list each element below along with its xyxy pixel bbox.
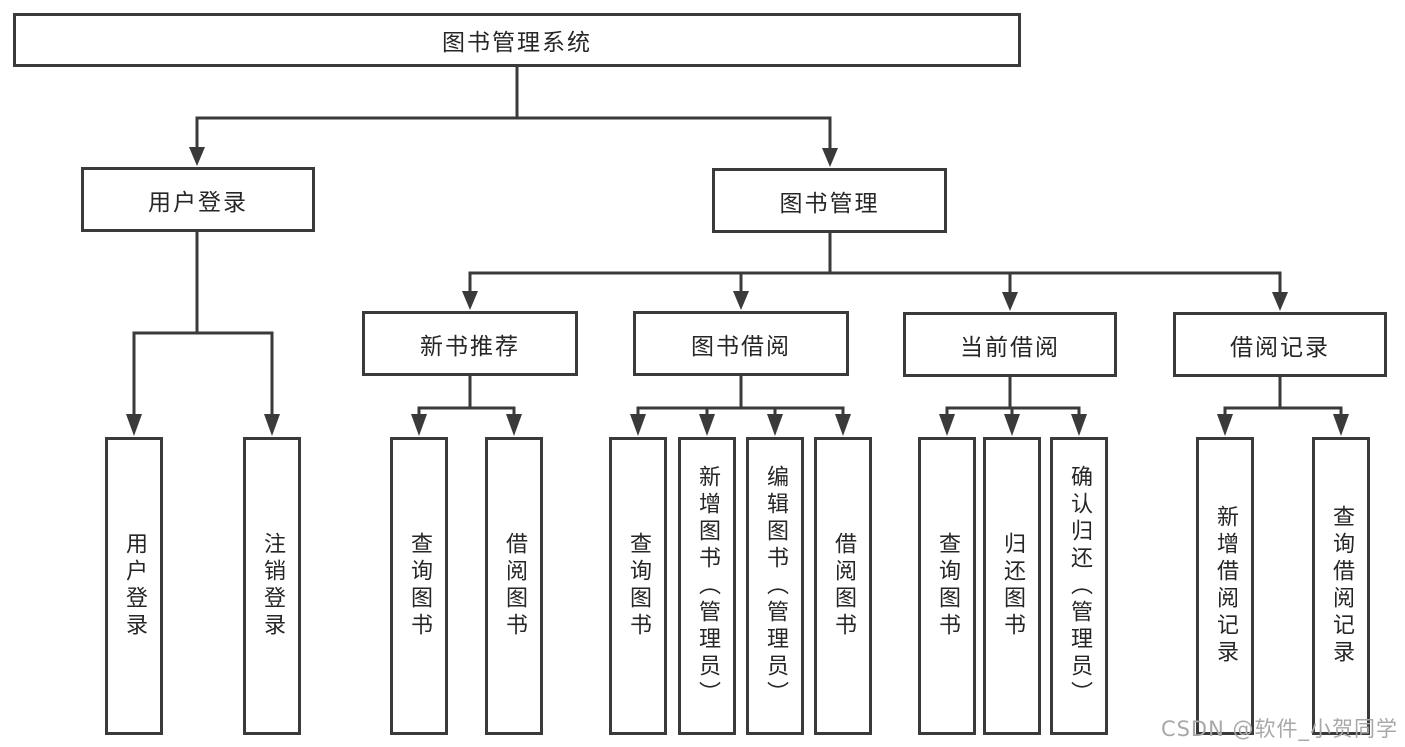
leaf-query-book-current: 查询图书 xyxy=(918,437,976,735)
leaf-query-borrow-record: 查询借阅记录 xyxy=(1312,437,1370,735)
node-label: 新书推荐 xyxy=(420,333,520,360)
node-label: 当前借阅 xyxy=(960,334,1060,361)
node-book-management: 图书管理 xyxy=(712,168,947,233)
leaf-borrow-book-recommend: 借阅图书 xyxy=(485,437,543,735)
node-label: 用户登录 xyxy=(148,189,248,216)
leaf-add-book-admin: 新增图书（管理员） xyxy=(678,437,736,735)
leaf-edit-book-admin: 编辑图书（管理员） xyxy=(746,437,804,735)
node-label: 新增图书（管理员） xyxy=(695,464,720,708)
leaf-confirm-return-admin: 确认归还（管理员） xyxy=(1050,437,1108,735)
node-label: 归还图书 xyxy=(1000,532,1025,640)
arrowhead-user-login xyxy=(189,147,205,166)
leaf-query-book-borrowing: 查询图书 xyxy=(609,437,667,735)
node-label: 借阅图书 xyxy=(502,532,527,640)
node-new-book-recommend: 新书推荐 xyxy=(362,311,578,376)
leaf-return-book: 归还图书 xyxy=(983,437,1041,735)
node-label: 用户登录 xyxy=(122,532,147,640)
node-book-borrowing: 图书借阅 xyxy=(633,311,849,376)
node-library-management-system: 图书管理系统 xyxy=(13,13,1021,67)
node-label: 编辑图书（管理员） xyxy=(763,464,788,708)
csdn-watermark: CSDN @软件_小贺同学 xyxy=(1160,717,1398,741)
node-label: 查询图书 xyxy=(935,532,960,640)
node-label: 确认归还（管理员） xyxy=(1067,464,1092,708)
node-label: 查询图书 xyxy=(626,532,651,640)
leaf-borrow-book: 借阅图书 xyxy=(814,437,872,735)
node-label: 查询借阅记录 xyxy=(1329,505,1354,667)
node-label: 图书借阅 xyxy=(691,333,791,360)
arrowhead-book-mgmt xyxy=(822,148,838,167)
node-label: 借阅记录 xyxy=(1230,334,1330,361)
node-label: 注销登录 xyxy=(260,532,285,640)
node-label: 图书管理系统 xyxy=(442,30,592,56)
leaf-logout: 注销登录 xyxy=(243,437,301,735)
node-borrow-records: 借阅记录 xyxy=(1173,312,1387,377)
node-label: 查询图书 xyxy=(407,532,432,640)
node-label: 借阅图书 xyxy=(831,532,856,640)
node-label: 图书管理 xyxy=(779,190,880,217)
leaf-add-borrow-record: 新增借阅记录 xyxy=(1196,437,1254,735)
leaf-user-login: 用户登录 xyxy=(105,437,163,735)
node-user-login: 用户登录 xyxy=(81,167,315,232)
leaf-query-book-recommend: 查询图书 xyxy=(390,437,448,735)
node-current-borrowing: 当前借阅 xyxy=(903,312,1117,377)
node-label: 新增借阅记录 xyxy=(1213,505,1238,667)
